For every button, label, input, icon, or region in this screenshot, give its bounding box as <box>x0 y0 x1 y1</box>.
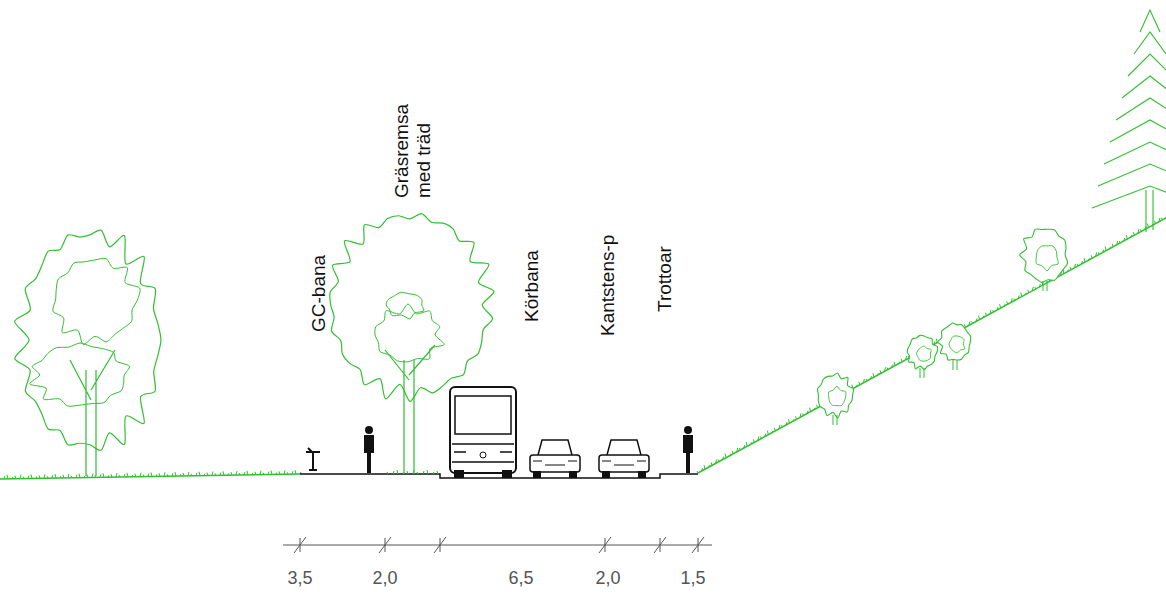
dimension-tick <box>379 537 391 553</box>
bus-emblem <box>480 452 486 458</box>
grass-texture <box>0 470 301 479</box>
conifer-trunk <box>1146 190 1153 232</box>
bush-stem <box>833 415 837 425</box>
bush-stem <box>1043 281 1047 291</box>
dimension-value: 1,5 <box>680 568 705 589</box>
car-roof <box>538 440 572 455</box>
dimension-value: 6,5 <box>508 568 533 589</box>
dimension-tick <box>434 537 446 553</box>
pedestrian <box>684 426 692 434</box>
bush <box>817 373 853 418</box>
car-wheel <box>602 471 610 478</box>
zone-label: Körbana <box>521 250 543 322</box>
dimension-tick <box>599 537 611 553</box>
grass-strip <box>387 470 438 474</box>
bus-front <box>452 444 514 462</box>
bus-windshield <box>455 396 511 434</box>
bush-detail <box>917 346 932 361</box>
car-roof <box>607 440 641 455</box>
bicycle <box>306 448 320 470</box>
tree-crown-detail <box>30 343 130 406</box>
car-body <box>599 455 649 472</box>
dimension-tick <box>654 537 666 553</box>
bush-detail <box>949 336 965 353</box>
bush <box>1020 229 1068 282</box>
car-wheel <box>569 471 577 478</box>
dimension-line <box>283 545 712 546</box>
car-front <box>533 461 577 465</box>
tree-trunk <box>385 345 435 474</box>
zone-label: GC-bana <box>308 255 330 332</box>
tree-crown-detail <box>53 258 140 344</box>
zone-label: Trottoar <box>654 246 676 312</box>
dimension-tick <box>294 537 306 553</box>
dimension-tick <box>692 537 704 553</box>
bus <box>450 387 516 473</box>
bush-detail <box>828 386 845 405</box>
tree-crown <box>15 230 161 450</box>
dimension-value: 3,5 <box>287 568 312 589</box>
pedestrian <box>683 435 693 473</box>
dimension-value: 2,0 <box>372 568 397 589</box>
bush <box>907 335 938 369</box>
car-wheel <box>533 471 541 478</box>
tree-trunk <box>70 350 115 476</box>
dimension-value: 2,0 <box>595 568 620 589</box>
slope-grass <box>697 215 1166 473</box>
pedestrian <box>364 435 374 473</box>
bush-detail <box>1036 246 1058 271</box>
zone-label: Kantstens-p <box>597 235 619 336</box>
bush-stem <box>953 360 957 370</box>
zone-label: Gräsremsa med träd <box>391 88 435 198</box>
bus-wheel <box>502 470 512 478</box>
bush <box>938 323 971 360</box>
tree-crown-detail <box>386 292 424 319</box>
bus-wheel <box>454 470 464 478</box>
pedestrian <box>365 426 373 434</box>
car-wheel <box>638 471 646 478</box>
tree-crown-detail <box>375 304 444 362</box>
tree-crown <box>330 214 494 402</box>
bush-stem <box>920 368 924 378</box>
car-front <box>602 461 646 465</box>
conifer-tree <box>1092 10 1166 208</box>
car-body <box>530 455 580 472</box>
